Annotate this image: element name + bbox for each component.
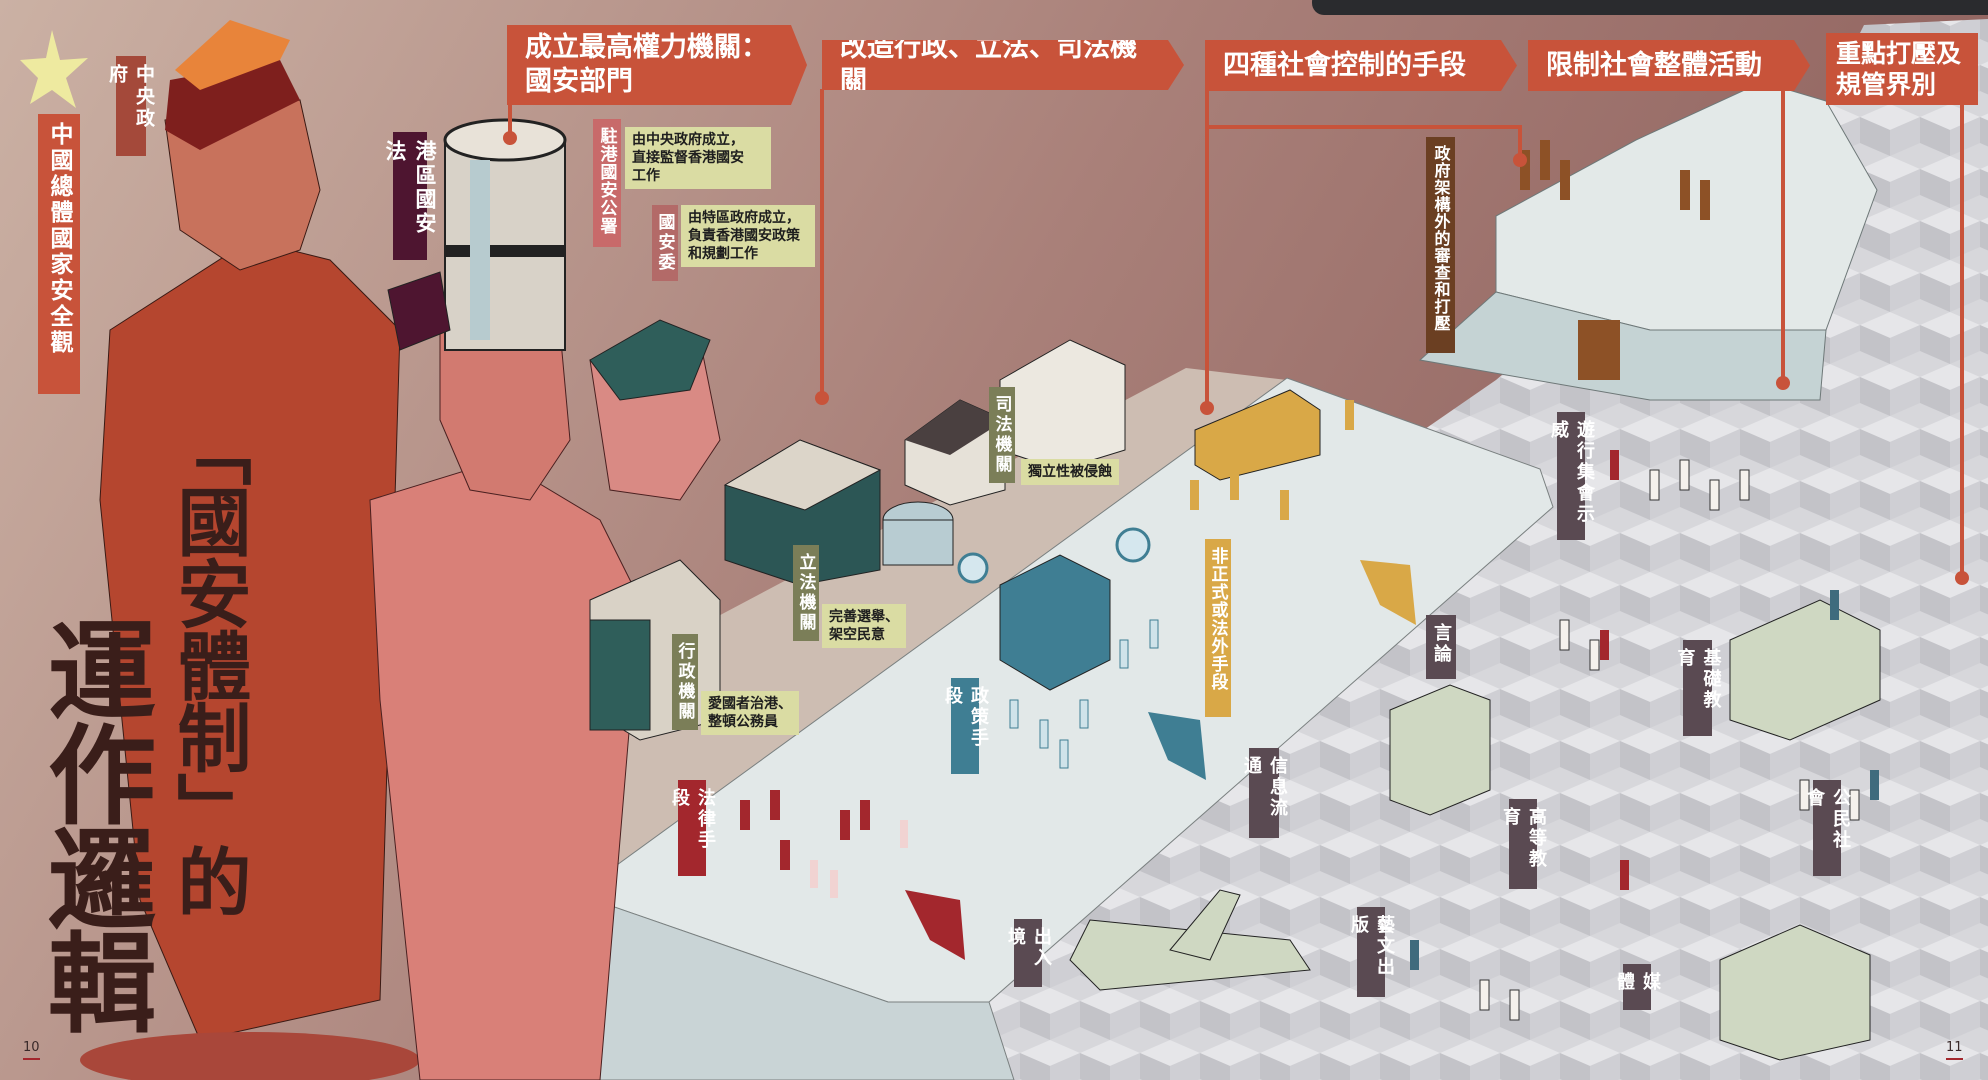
- nsl-book-icon: [387, 271, 451, 351]
- radio-device: [1719, 924, 1871, 1061]
- committee-table: [589, 319, 711, 401]
- label-sector-civil-society: 公民社會: [1804, 780, 1851, 876]
- label-policy-means: 政策手段: [942, 678, 989, 774]
- check-icon: [957, 552, 989, 584]
- brown-ribbon: [1578, 320, 1620, 380]
- crowd-figures: [740, 140, 1879, 1021]
- label-sector-basic-education: 基礎教育: [1675, 640, 1722, 736]
- label-central-gov: 中央政府: [106, 56, 155, 156]
- school-building: [1729, 599, 1881, 741]
- legislature-roof: [723, 439, 882, 511]
- label-executive: 行政機關: [672, 634, 698, 730]
- label-extralegal-means: 非正式或法外手段: [1205, 539, 1231, 717]
- truck: [1194, 389, 1321, 481]
- extralegal-flag: [1360, 560, 1416, 625]
- executive-building-dark: [589, 619, 651, 731]
- label-ideology: 中國總體國家安全觀: [38, 114, 80, 394]
- note-executive: 愛國者治港、 整頓公務員: [701, 691, 799, 735]
- cross-icon: [1115, 527, 1151, 563]
- airplane-wing: [1169, 889, 1241, 961]
- connector-lines: [508, 89, 1964, 578]
- upper-platform-face: [1418, 291, 1827, 401]
- page-number-right: 11: [1946, 1040, 1963, 1060]
- label-sector-arts-publishing: 藝文出版: [1348, 907, 1395, 997]
- section-banner-security-dept: 成立最高權力機關： 國安部門: [507, 25, 807, 105]
- judiciary-roof: [905, 400, 1005, 455]
- connector-dots: [503, 131, 1969, 585]
- star-icon: [20, 30, 88, 108]
- office-tower-glass: [470, 160, 490, 340]
- title-line-2: 運作邏輯: [30, 615, 155, 1031]
- gate-roof: [175, 20, 290, 90]
- label-sector-immigration: 出入境: [1005, 919, 1052, 987]
- note-judiciary: 獨立性被侵蝕: [1021, 459, 1119, 485]
- note-legislature: 完善選舉、 架空民意: [822, 604, 906, 648]
- policy-machine: [999, 554, 1111, 691]
- policy-flag: [1148, 712, 1206, 780]
- section-banner-key-sectors: 重點打壓及 規管界別: [1826, 33, 1978, 105]
- section-banner-institutions: 改造行政、立法、司法機關: [822, 40, 1184, 90]
- label-legislature: 立法機關: [793, 545, 819, 641]
- note-security-office: 由中央政府成立， 直接監督香港國安 工作: [625, 127, 771, 189]
- label-sector-media: 媒體: [1614, 964, 1661, 1010]
- window-top-bar: [1312, 0, 1988, 15]
- label-nsl: 港區國安法: [383, 132, 437, 260]
- label-sector-higher-education: 高等教育: [1500, 799, 1547, 889]
- label-security-committee: 國安委: [652, 205, 678, 281]
- page-number-left: 10: [23, 1040, 40, 1060]
- title-line-1: 「國安體制」的: [165, 412, 251, 916]
- label-judiciary: 司法機關: [989, 387, 1015, 483]
- label-sector-assembly: 遊行集會示威: [1548, 412, 1595, 540]
- section-banner-restrict-activity: 限制社會整體活動: [1528, 40, 1810, 91]
- label-security-office: 駐港國安公署: [593, 119, 621, 247]
- section-banner-control-means: 四種社會控制的手段: [1205, 40, 1517, 91]
- note-security-committee: 由特區政府成立， 負責香港國安政策 和規劃工作: [681, 205, 815, 267]
- bookshelf: [1389, 684, 1491, 816]
- label-outside-gov-suppression: 政府架構外的審查和打壓: [1426, 137, 1455, 353]
- office-tower-band: [445, 245, 565, 257]
- legislature-rotunda-wall: [882, 519, 954, 566]
- legal-flag: [905, 890, 965, 960]
- label-legal-means: 法律手段: [669, 780, 716, 876]
- pedestal: [80, 1032, 420, 1080]
- hk-gov-figure-body: [369, 459, 641, 1080]
- label-sector-information: 信息流通: [1241, 748, 1288, 838]
- label-sector-speech: 言論: [1426, 615, 1456, 679]
